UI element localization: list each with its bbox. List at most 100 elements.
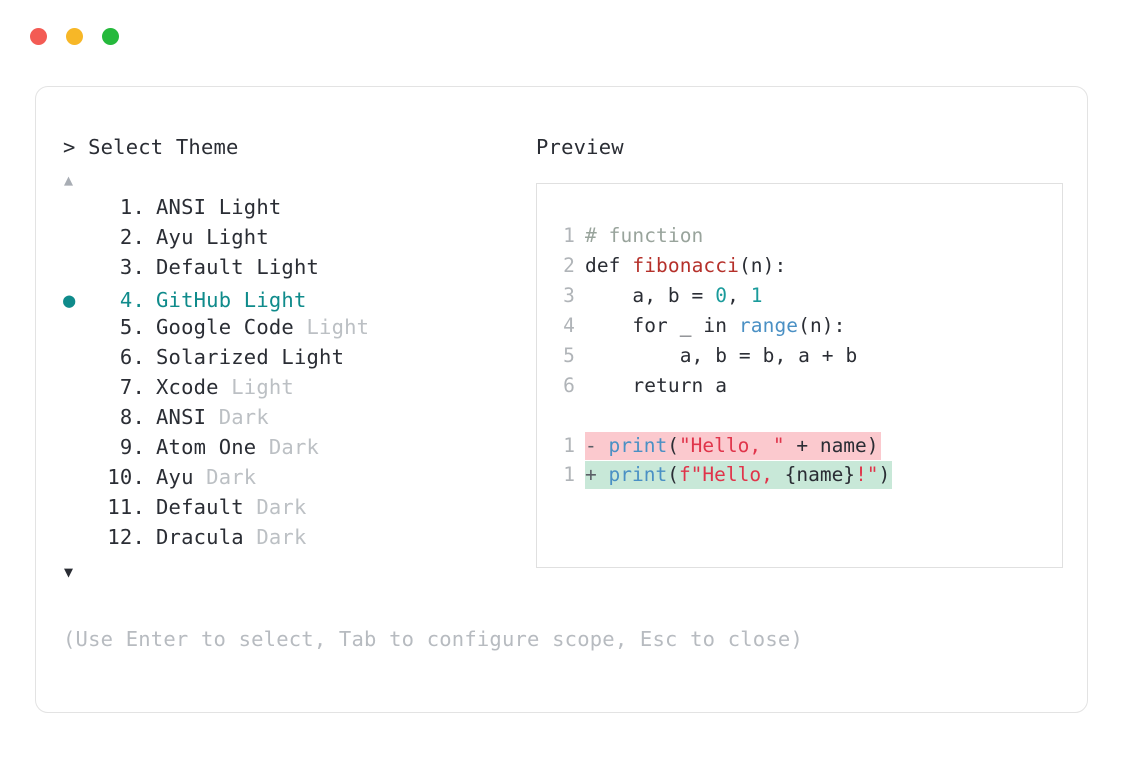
theme-item-variant: Dark bbox=[206, 465, 257, 489]
theme-list-item[interactable]: 8. ANSI Dark bbox=[63, 405, 533, 435]
diff-removed-line: 1- print("Hello, " + name) bbox=[537, 432, 1062, 461]
code-block: 1 # function 2 def fibonacci(n): 3 a, b = 0,… bbox=[537, 224, 1062, 404]
code-token: {name} bbox=[784, 463, 856, 486]
theme-item-name: Xcode bbox=[156, 375, 232, 399]
theme-item-variant: Dark bbox=[268, 435, 320, 459]
theme-item-variant: Light bbox=[281, 345, 345, 369]
diff-minus-marker: - bbox=[585, 434, 609, 457]
maximize-window-button[interactable] bbox=[102, 28, 119, 45]
theme-item-variant: Light bbox=[231, 375, 294, 399]
select-theme-prompt: > Select Theme bbox=[63, 135, 239, 159]
theme-item-variant: Dark bbox=[256, 495, 307, 519]
preview-title: Preview bbox=[536, 135, 624, 159]
code-line: 6 return a bbox=[537, 374, 1062, 404]
line-number: 5 bbox=[563, 344, 575, 367]
code-text: def fibonacci(n): bbox=[585, 254, 786, 277]
theme-item-variant: Light bbox=[218, 195, 282, 219]
theme-item-index: 12. bbox=[107, 525, 145, 549]
code-text: a, b = 0, 1 bbox=[585, 284, 763, 307]
preview-code-box: 1 # function 2 def fibonacci(n): 3 a, b = 0,… bbox=[536, 183, 1063, 568]
theme-list-item[interactable]: 10.Ayu Dark bbox=[63, 465, 533, 495]
code-text: a, b = b, a + b bbox=[585, 344, 858, 367]
code-token: fibonacci bbox=[632, 254, 739, 277]
code-text: # function bbox=[585, 224, 703, 247]
code-line: 4 for _ in range(n): bbox=[537, 314, 1062, 344]
theme-list-item[interactable]: 6. Solarized Light bbox=[63, 345, 533, 375]
code-token: return a bbox=[585, 374, 728, 397]
code-text: return a bbox=[585, 374, 727, 397]
code-token: + name) bbox=[784, 434, 879, 457]
code-token: a, b = b, a + b bbox=[585, 344, 858, 367]
scroll-down-icon[interactable]: ▼ bbox=[64, 563, 74, 581]
code-token: a, b = bbox=[585, 284, 716, 307]
code-token: (n): bbox=[798, 314, 846, 337]
line-number: 2 bbox=[563, 254, 575, 277]
theme-item-variant: Light bbox=[243, 288, 307, 312]
code-token: (n): bbox=[738, 254, 787, 277]
theme-list-item[interactable]: 11. Default Dark bbox=[63, 495, 533, 525]
code-token: ( bbox=[667, 463, 679, 486]
theme-item-index: 8. bbox=[119, 405, 145, 429]
code-token: "Hello, " bbox=[678, 434, 785, 457]
theme-item-name: Solarized bbox=[156, 345, 282, 369]
theme-list-item[interactable]: 3.Default Light bbox=[63, 255, 533, 285]
theme-list-item[interactable]: 5. Google Code Light bbox=[63, 315, 533, 345]
line-number: 1 bbox=[563, 463, 575, 486]
code-text: for _ in range(n): bbox=[585, 314, 846, 337]
theme-item-name: Google Code bbox=[156, 315, 307, 339]
line-number: 4 bbox=[563, 314, 575, 337]
close-window-button[interactable] bbox=[30, 28, 47, 45]
line-number: 6 bbox=[563, 374, 575, 397]
theme-list-item[interactable]: 2.Ayu Light bbox=[63, 225, 533, 255]
code-token: !" bbox=[855, 463, 879, 486]
theme-item-index: 11. bbox=[107, 495, 145, 519]
theme-item-name: Atom One bbox=[156, 435, 269, 459]
theme-list-item[interactable]: 12. Dracula Dark bbox=[63, 525, 533, 555]
theme-item-variant: Dark bbox=[218, 405, 269, 429]
diff-plus-marker: + bbox=[585, 463, 609, 486]
theme-list-item[interactable]: 7. Xcode Light bbox=[63, 375, 533, 405]
theme-item-index: 3. bbox=[119, 255, 145, 279]
diff-added-line: 1 + print(f"Hello, {name}!") bbox=[537, 461, 1062, 490]
code-token: , bbox=[727, 284, 751, 307]
theme-item-index: 7. bbox=[119, 375, 145, 399]
theme-item-index: 10. bbox=[107, 465, 145, 489]
theme-item-name: Dracula bbox=[156, 525, 257, 549]
theme-item-index: 6. bbox=[119, 345, 145, 369]
code-token: 1 bbox=[750, 284, 763, 307]
diff-text: + print(f"Hello, {name}!") bbox=[585, 461, 893, 489]
theme-item-variant: Light bbox=[206, 225, 269, 249]
code-spacer bbox=[537, 404, 1062, 432]
theme-item-variant: Light bbox=[306, 315, 370, 339]
selected-marker-icon: ● bbox=[63, 288, 76, 312]
code-line: 1 # function bbox=[537, 224, 1062, 254]
theme-list-item[interactable]: 1.ANSI Light bbox=[63, 195, 533, 225]
code-token: # function bbox=[585, 224, 704, 247]
theme-item-index: 2. bbox=[119, 225, 145, 249]
code-token: 0 bbox=[715, 284, 728, 307]
theme-item-name: GitHub bbox=[156, 288, 244, 312]
theme-item-index: 5. bbox=[119, 315, 145, 339]
code-line: 3 a, b = 0, 1 bbox=[537, 284, 1062, 314]
theme-item-name: Default bbox=[156, 495, 257, 519]
line-number: 1 bbox=[563, 224, 575, 247]
code-token: range bbox=[738, 314, 799, 337]
code-token: f"Hello, bbox=[678, 463, 785, 486]
minimize-window-button[interactable] bbox=[66, 28, 83, 45]
theme-item-variant: Dark bbox=[256, 525, 307, 549]
theme-item-index: 4. bbox=[119, 288, 145, 312]
theme-list-item[interactable]: 9. Atom One Dark bbox=[63, 435, 533, 465]
code-token: ) bbox=[878, 463, 891, 486]
theme-item-name: ANSI bbox=[156, 405, 219, 429]
line-number: 1 bbox=[563, 434, 575, 457]
theme-list-item[interactable]: ● 4. GitHub Light bbox=[63, 285, 533, 315]
theme-item-index: 9. bbox=[119, 435, 145, 459]
theme-item-name: Default bbox=[156, 255, 257, 279]
code-token: print bbox=[608, 463, 668, 486]
preview-panel: Preview 1 # function 2 def fibonacci(n): 3 a… bbox=[536, 133, 1066, 568]
theme-item-index: 1. bbox=[119, 195, 145, 219]
scroll-up-icon[interactable]: ▲ bbox=[64, 171, 74, 189]
